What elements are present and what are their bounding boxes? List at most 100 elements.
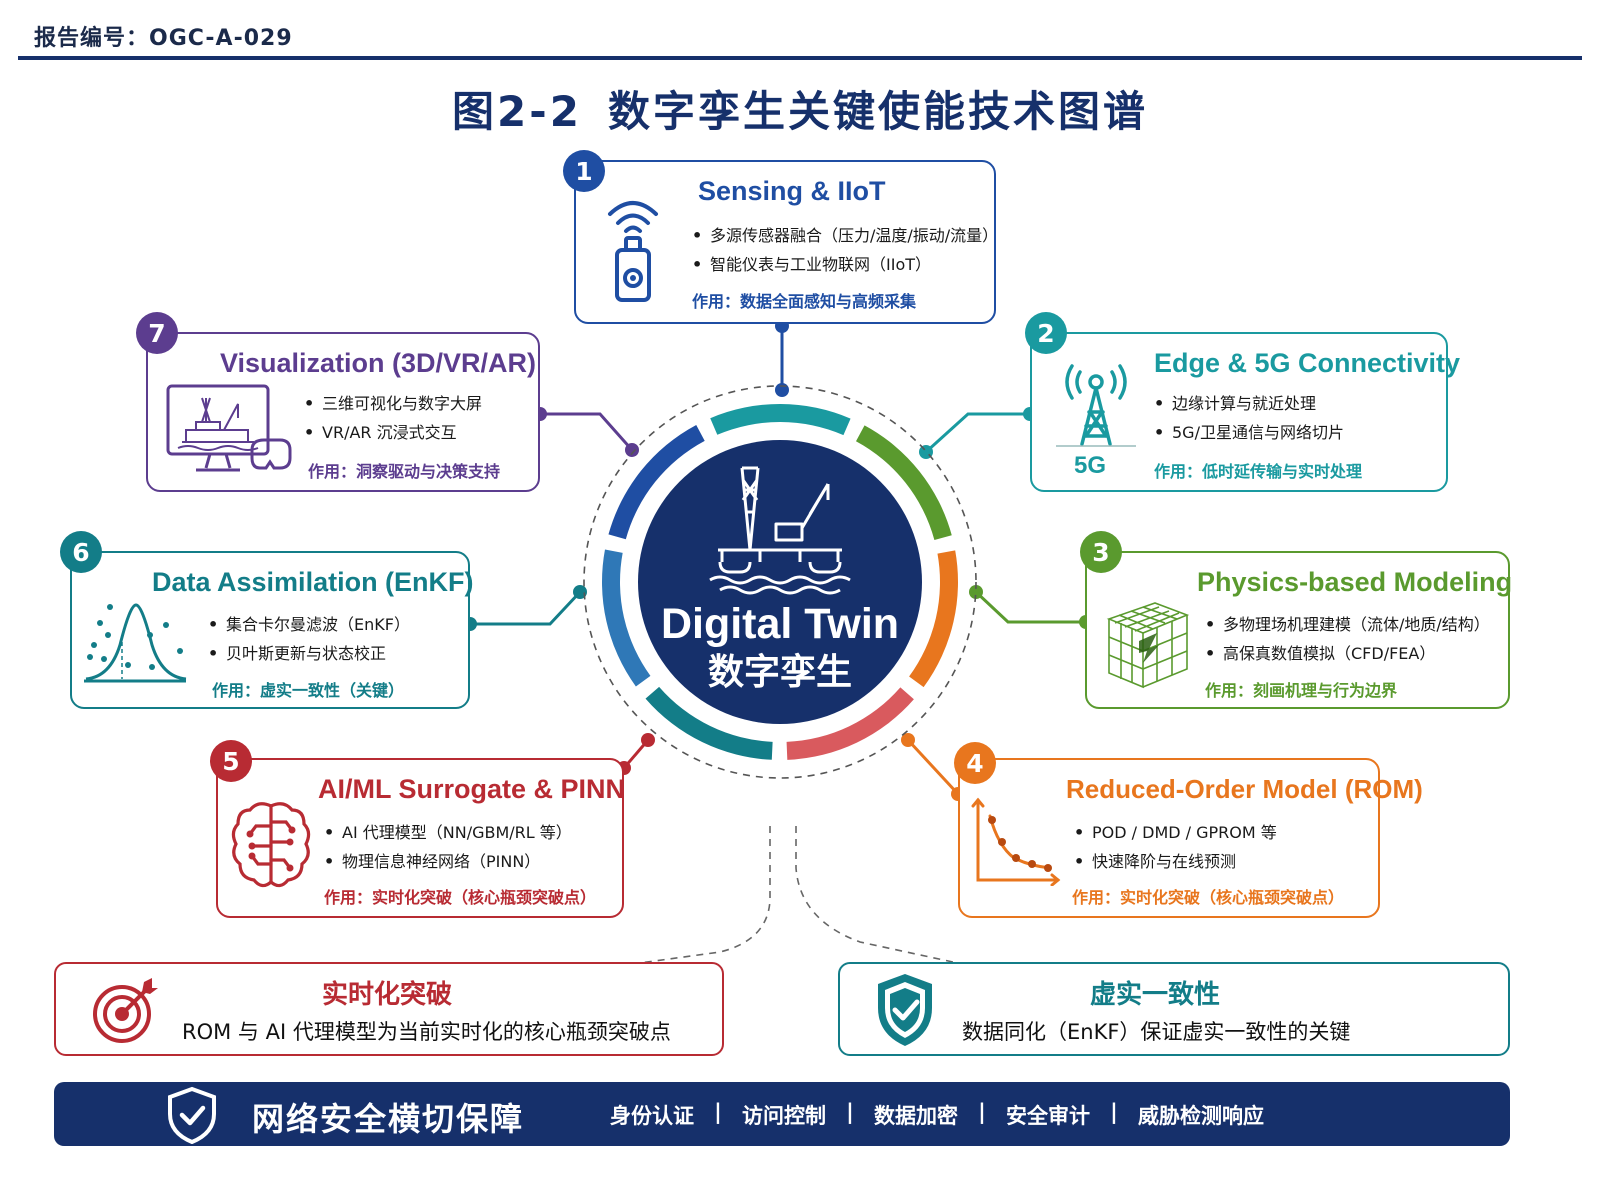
ring-segment — [786, 687, 914, 760]
connector-dot — [775, 383, 789, 397]
badge-6: 6 — [60, 531, 102, 573]
security-item: 数据加密 — [874, 1104, 958, 1128]
mesh-model-icon — [1106, 602, 1190, 689]
connector-line — [906, 738, 960, 796]
5g-label: 5G — [1074, 452, 1107, 479]
connector-line — [470, 590, 582, 626]
card-item-list: 边缘计算与就近处理 5G/卫星通信与网络切片 — [1154, 389, 1344, 447]
connector-dot — [969, 585, 983, 599]
card-role: 作用：虚实一致性（关键） — [212, 681, 405, 700]
summary-title: 实时化突破 — [322, 980, 453, 1010]
security-bar: 网络安全横切保障 身份认证 | 访问控制 | 数据加密 | 安全审计 | 威胁检… — [54, 1082, 1510, 1146]
card-item: 物理信息神经网络（PINN） — [324, 847, 572, 876]
card-item: VR/AR 沉浸式交互 — [304, 418, 482, 447]
summary-consistency: 虚实一致性 数据同化（EnKF）保证虚实一致性的关键 — [838, 962, 1510, 1056]
card-item: 多物理场机理建模（流体/地质/结构） — [1205, 610, 1490, 639]
card-physics-modeling: Physics-based Modeling 多物理场机理建模（流体/地质/结构… — [1085, 551, 1513, 709]
separator: | — [714, 1100, 722, 1124]
connector-line — [540, 412, 634, 451]
badge-5: 5 — [210, 740, 252, 782]
card-item: AI 代理模型（NN/GBM/RL 等） — [324, 818, 572, 847]
ring-segment — [710, 404, 851, 436]
security-title: 网络安全横切保障 — [252, 1100, 525, 1138]
card-item: 贝叶斯更新与状态校正 — [208, 639, 410, 668]
card-title: Visualization (3D/VR/AR) — [220, 348, 537, 378]
connector-dot — [901, 733, 915, 747]
card-item: 三维可视化与数字大屏 — [304, 389, 482, 418]
card-ai-ml-surrogate: AI/ML Surrogate & PINN AI 代理模型（NN/GBM/RL… — [216, 758, 626, 918]
ring-segment — [602, 549, 651, 687]
card-item-list: POD / DMD / GPROM 等 快速降阶与在线预测 — [1074, 818, 1277, 876]
center-title-cn: 数字孪生 — [708, 651, 852, 693]
card-role: 作用：洞察驱动与决策支持 — [308, 462, 501, 481]
report-number: 报告编号：OGC-A-029 — [34, 26, 293, 51]
badge-3: 3 — [1080, 531, 1122, 573]
security-items: 身份认证 | 访问控制 | 数据加密 | 安全审计 | 威胁检测响应 — [610, 1100, 1264, 1130]
card-role: 作用：数据全面感知与高频采集 — [692, 292, 917, 311]
security-item: 访问控制 — [742, 1104, 826, 1128]
separator: | — [1110, 1100, 1118, 1124]
badge-1: 1 — [563, 150, 605, 192]
summary-connector-left — [559, 826, 771, 975]
connector-dot — [573, 585, 587, 599]
card-role: 作用：低时延传输与实时处理 — [1154, 462, 1363, 481]
gaussian-curve-icon — [84, 603, 187, 683]
security-item: 威胁检测响应 — [1138, 1104, 1264, 1128]
card-title: Physics-based Modeling — [1197, 567, 1513, 597]
summary-text: ROM 与 AI 代理模型为当前实时化的核心瓶颈突破点 — [182, 1020, 671, 1044]
card-title: AI/ML Surrogate & PINN — [318, 774, 626, 804]
card-item: 智能仪表与工业物联网（IIoT） — [692, 250, 998, 279]
figure-number: 图2-2 — [452, 87, 582, 136]
shield-check-icon — [878, 974, 932, 1046]
security-item: 身份认证 — [610, 1104, 694, 1128]
figure-title-text: 数字孪生关键使能技术图谱 — [607, 87, 1148, 136]
security-item: 安全审计 — [1006, 1104, 1090, 1128]
decay-curve-icon — [971, 797, 1061, 886]
separator: | — [978, 1100, 986, 1124]
ring-segment — [645, 686, 773, 760]
wireless-sensor-icon — [608, 201, 658, 302]
card-item-list: 集合卡尔曼滤波（EnKF） 贝叶斯更新与状态校正 — [208, 610, 410, 668]
card-sensing-iiot: Sensing & IIoT 多源传感器融合（压力/温度/振动/流量） 智能仪表… — [574, 160, 998, 324]
figure-title: 图2-2 数字孪生关键使能技术图谱 — [0, 78, 1600, 139]
offshore-platform-icon — [709, 466, 851, 595]
card-title: Sensing & IIoT — [698, 176, 886, 206]
5g-tower-icon — [1056, 364, 1136, 447]
card-title: Data Assimilation (EnKF) — [152, 567, 474, 597]
card-role: 作用：实时化突破（核心瓶颈突破点） — [1072, 888, 1345, 907]
connector-line — [974, 590, 1086, 624]
card-role: 作用：实时化突破（核心瓶颈突破点） — [324, 888, 597, 907]
header-rule — [18, 56, 1582, 60]
card-edge-5g: Edge & 5G Connectivity 5G 边缘计算与就近处理 5G/卫… — [1030, 332, 1460, 492]
card-data-assimilation: Data Assimilation (EnKF) 集合卡尔曼滤波（EnKF） 贝… — [70, 551, 474, 709]
outer-dashed-ring — [583, 385, 977, 779]
monitor-vr-icon — [166, 384, 292, 472]
summary-title: 虚实一致性 — [1090, 980, 1221, 1010]
separator: | — [846, 1100, 854, 1124]
segmented-ring — [602, 404, 959, 760]
badge-4: 4 — [954, 742, 996, 784]
connector-line — [924, 412, 1030, 454]
summary-text: 数据同化（EnKF）保证虚实一致性的关键 — [962, 1020, 1351, 1044]
center-title-en: Digital Twin — [661, 600, 899, 648]
card-rom: Reduced-Order Model (ROM) POD / DMD / GP… — [958, 758, 1423, 918]
card-item: 边缘计算与就近处理 — [1154, 389, 1344, 418]
brain-circuit-icon — [231, 802, 311, 888]
ring-segment — [608, 424, 705, 540]
card-role: 作用：刻画机理与行为边界 — [1205, 681, 1398, 700]
badge-7: 7 — [136, 312, 178, 354]
card-item: POD / DMD / GPROM 等 — [1074, 818, 1277, 847]
shield-check-icon — [168, 1086, 216, 1144]
card-item: 高保真数值模拟（CFD/FEA） — [1205, 639, 1490, 668]
card-item: 集合卡尔曼滤波（EnKF） — [208, 610, 410, 639]
card-item-list: 多源传感器融合（压力/温度/振动/流量） 智能仪表与工业物联网（IIoT） — [692, 221, 998, 279]
target-icon — [93, 978, 158, 1043]
card-item: 5G/卫星通信与网络切片 — [1154, 418, 1344, 447]
ring-segment — [909, 550, 959, 688]
card-item: 多源传感器融合（压力/温度/振动/流量） — [692, 221, 998, 250]
summary-realtime: 实时化突破 ROM 与 AI 代理模型为当前实时化的核心瓶颈突破点 — [54, 962, 724, 1056]
connector-dot — [641, 733, 655, 747]
card-item: 快速降阶与在线预测 — [1074, 847, 1277, 876]
card-title: Reduced-Order Model (ROM) — [1066, 774, 1423, 804]
